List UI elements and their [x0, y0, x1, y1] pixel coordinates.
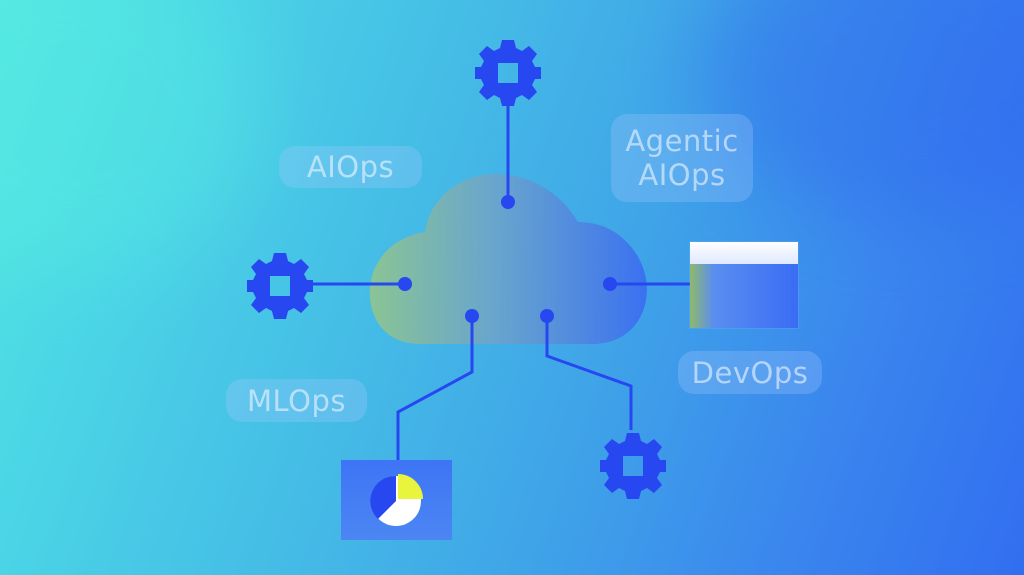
connector-bottom-left: [396, 316, 474, 460]
label-aiops: AIOps: [279, 146, 422, 188]
gear-icon: [247, 253, 313, 319]
pie-slice-blue: [370, 475, 396, 519]
connector-lines: [313, 104, 690, 460]
dot-left: [398, 277, 412, 291]
dot-bottom-right: [540, 309, 554, 323]
label-aiops-text: AIOps: [306, 150, 395, 184]
connector-bottom-right: [545, 316, 633, 430]
gear-icon: [475, 40, 541, 106]
label-devops-text: DevOps: [691, 355, 809, 390]
chart-panel: [341, 460, 452, 540]
dot-bottom-left: [465, 309, 479, 323]
label-mlops: MLOps: [226, 379, 367, 422]
cloud-icon: [369, 174, 647, 344]
label-agentic-line2: AIOps: [638, 158, 726, 192]
pie-slice-yellow: [398, 474, 423, 499]
dot-right: [603, 277, 617, 291]
window-title-bar: [690, 242, 798, 264]
dot-top: [501, 195, 515, 209]
label-agentic-aiops: Agentic AIOps: [611, 114, 753, 202]
label-devops: DevOps: [678, 351, 822, 394]
window-icon: [690, 242, 798, 328]
pie-chart-icon: [370, 474, 423, 526]
gear-icon: [600, 433, 666, 499]
label-mlops-text: MLOps: [247, 383, 346, 418]
connection-points: [398, 195, 617, 323]
label-agentic-line1: Agentic: [625, 124, 739, 158]
